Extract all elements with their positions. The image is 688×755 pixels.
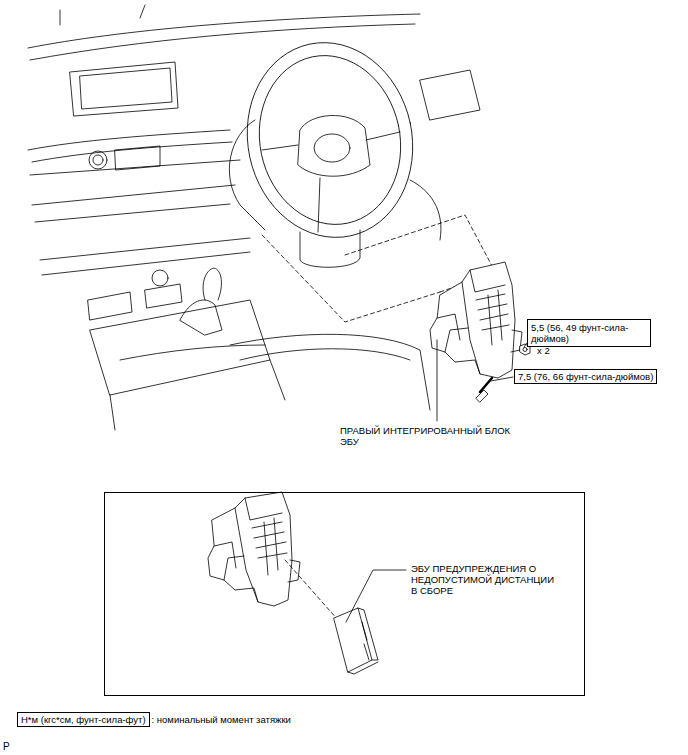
figure-mark: P [3,741,10,752]
part-name: ЭБУ ПРЕДУПРЕЖДЕНИЯ О НЕДОПУСТИМОЙ ДИСТАН… [411,563,561,596]
quantity-note: x 2 [537,345,550,356]
detail-frame: ЭБУ ПРЕДУПРЕЖДЕНИЯ О НЕДОПУСТИМОЙ ДИСТАН… [104,492,585,696]
torque-value: 7,5 (76, 66 фунт-сила-дюймов) [518,371,653,382]
torque-box: 5,5 (56, 49 фунт-сила-дюймов) [527,319,651,347]
torque-value: Н*м (кгс*см, фунт-сила-фут) [21,714,146,725]
part-name: ПРАВЫЙ ИНТЕГРИРОВАННЫЙ БЛОК ЭБУ [340,425,515,447]
torque-box: 7,5 (76, 66 фунт-сила-дюймов) [514,369,657,384]
legend-text: : номинальный момент затяжки [152,714,291,725]
torque-value: 5,5 (56, 49 фунт-сила-дюймов) [531,322,647,344]
legend-box: Н*м (кгс*см, фунт-сила-фут) [17,712,150,727]
